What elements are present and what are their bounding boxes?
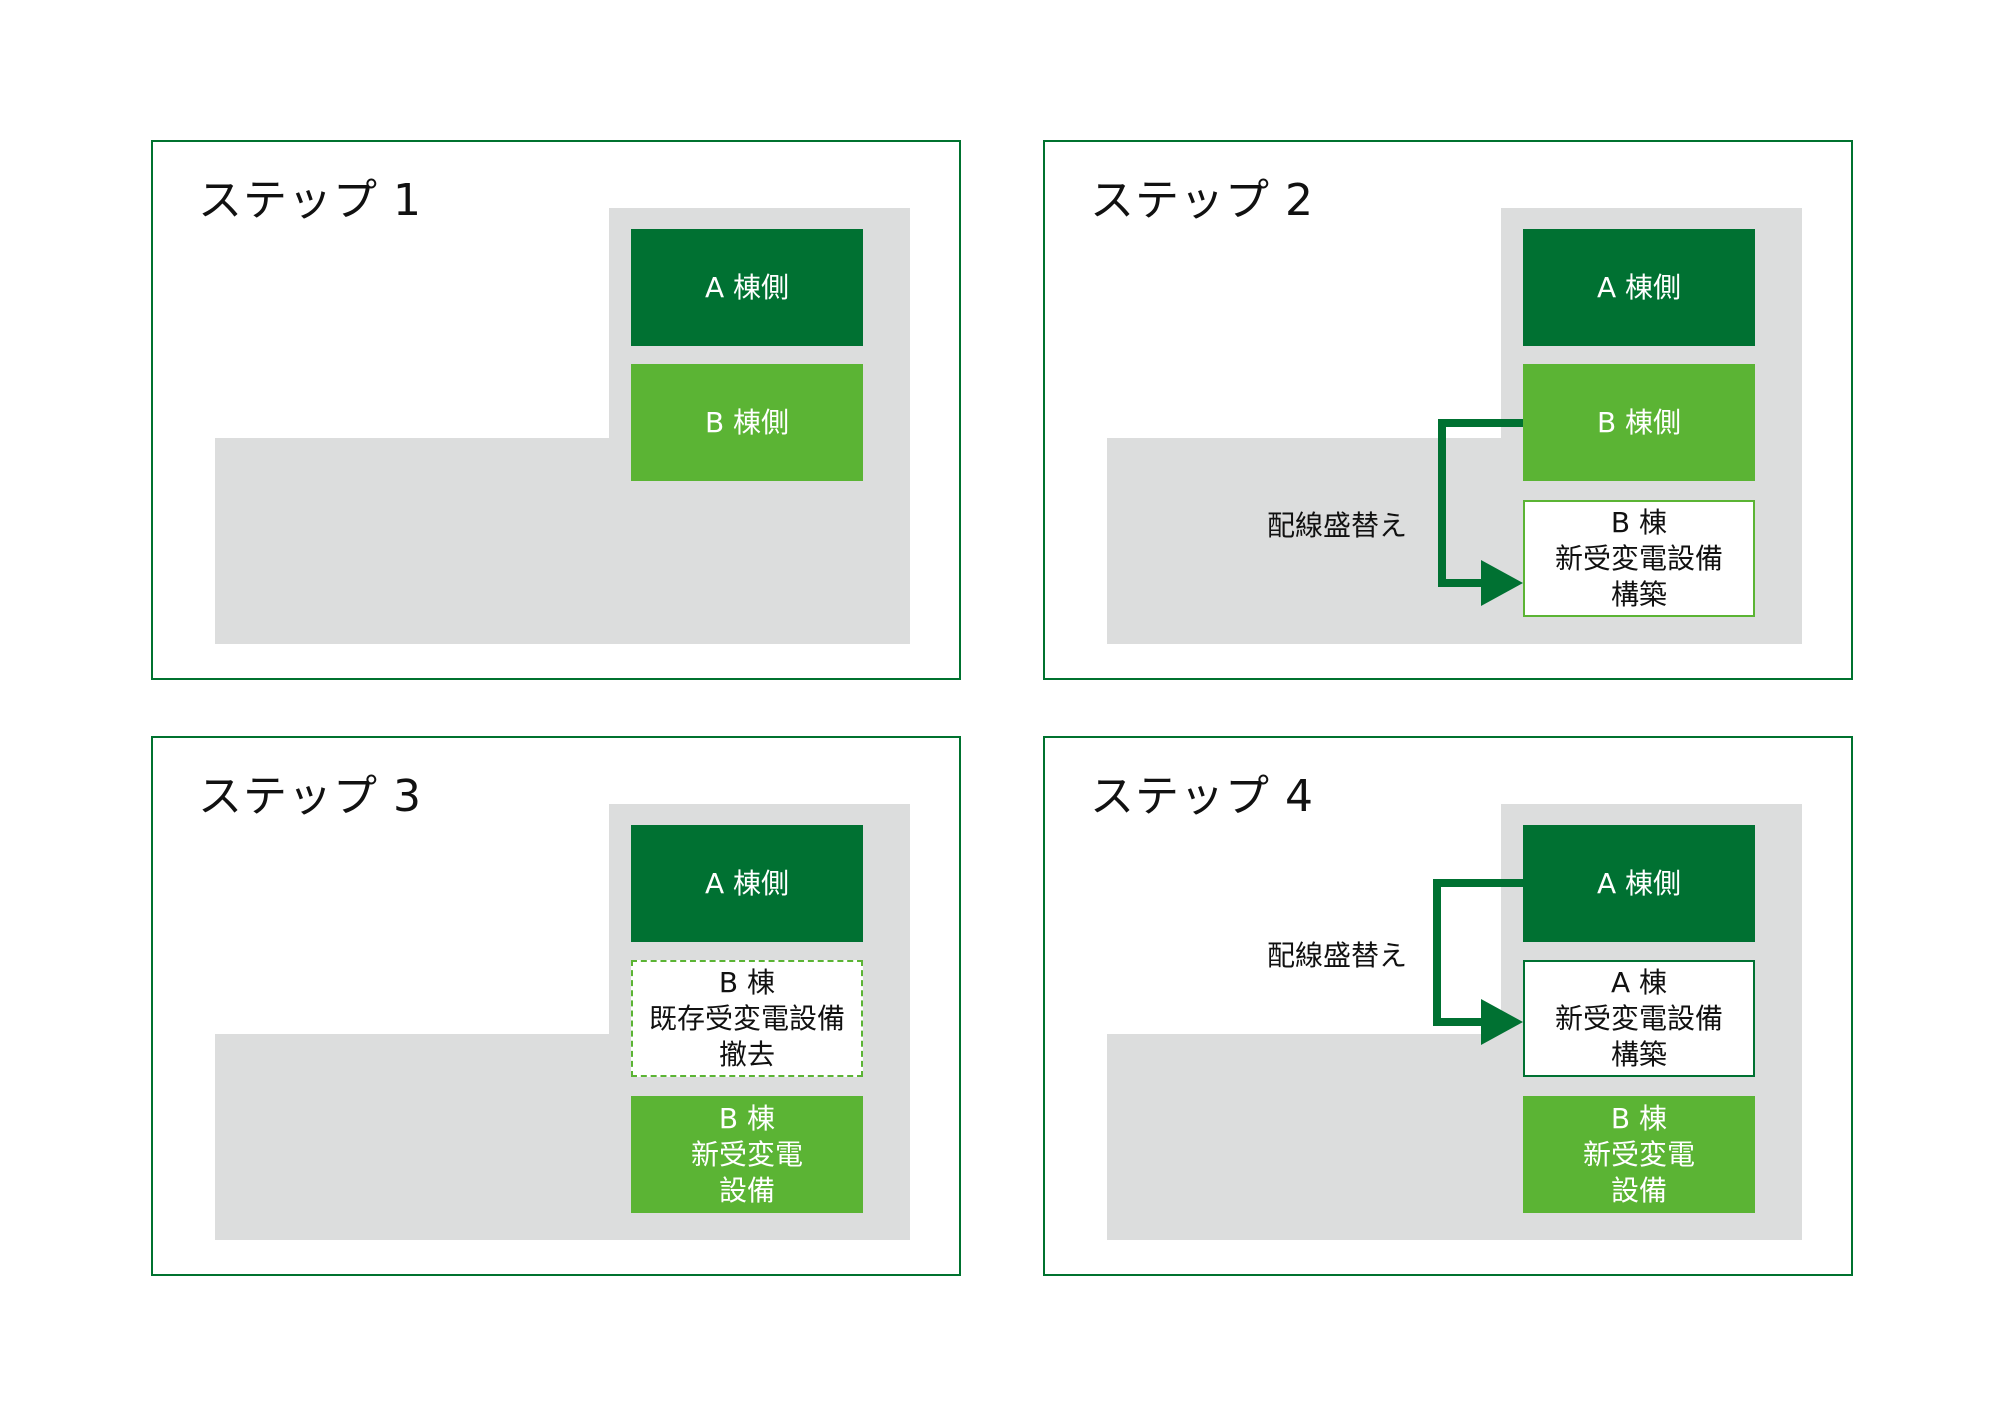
b-existing-substation-removal-box: B 棟 既存受変電設備 撤去: [631, 960, 863, 1077]
step-4-panel: ステップ 4 A 棟側 A 棟 新受変電設備 構築 B 棟 新受変電 設備 配線…: [1043, 736, 1853, 1276]
b-new-substation-build-box: B 棟 新受変電設備 構築: [1523, 500, 1755, 617]
b-building-side-box: B 棟側: [631, 364, 863, 481]
step-1-panel: ステップ 1 A 棟側 B 棟側: [151, 140, 961, 680]
b-new-substation-box: B 棟 新受変電 設備: [631, 1096, 863, 1213]
step-2-panel: ステップ 2 A 棟側 B 棟側 B 棟 新受変電設備 構築 配線盛替え: [1043, 140, 1853, 680]
step-3-panel: ステップ 3 A 棟側 B 棟 既存受変電設備 撤去 B 棟 新受変電 設備: [151, 736, 961, 1276]
step-3-title: ステップ 3: [198, 771, 422, 822]
a-building-side-box: A 棟側: [1523, 229, 1755, 346]
rewiring-label: 配線盛替え: [1267, 939, 1408, 972]
step-4-title: ステップ 4: [1090, 771, 1314, 822]
a-building-side-box: A 棟側: [1523, 825, 1755, 942]
rewiring-arrow-icon: [1433, 879, 1523, 1045]
a-building-side-box: A 棟側: [631, 825, 863, 942]
a-new-substation-build-box: A 棟 新受変電設備 構築: [1523, 960, 1755, 1077]
step-1-title: ステップ 1: [198, 175, 422, 226]
a-building-side-box: A 棟側: [631, 229, 863, 346]
b-new-substation-box: B 棟 新受変電 設備: [1523, 1096, 1755, 1213]
rewiring-arrow-icon: [1438, 419, 1523, 606]
rewiring-label: 配線盛替え: [1267, 509, 1408, 542]
b-building-side-box: B 棟側: [1523, 364, 1755, 481]
step-2-title: ステップ 2: [1090, 175, 1314, 226]
